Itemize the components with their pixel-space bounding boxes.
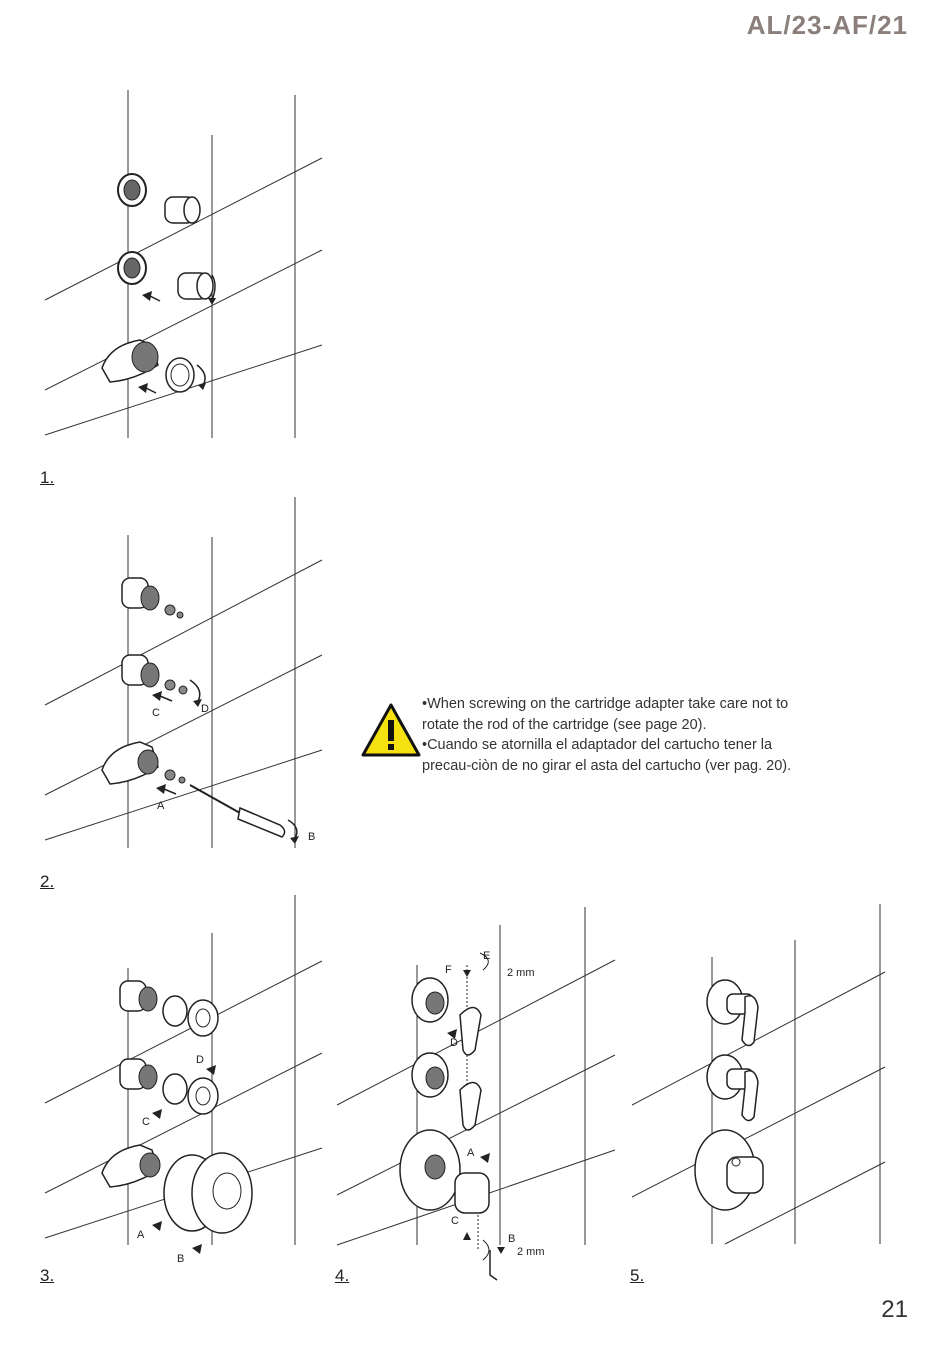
callout-e: E: [483, 950, 490, 962]
callout-c: C: [142, 1116, 150, 1128]
callout-a: A: [137, 1229, 145, 1241]
callout-c: C: [152, 707, 160, 719]
step-1-label: 1.: [40, 468, 54, 488]
step-1-figure: [40, 90, 330, 440]
page-number: 21: [881, 1296, 908, 1324]
callout-b: B: [308, 831, 315, 843]
callout-a: A: [467, 1147, 475, 1159]
callout-d: D: [450, 1037, 458, 1049]
warning-line-4: precau-ciòn de no girar el asta del cart…: [422, 756, 892, 777]
callout-d: D: [196, 1054, 204, 1066]
step-5-figure: [630, 902, 890, 1252]
step-4-label: 4.: [335, 1266, 349, 1286]
warning-line-1: •When screwing on the cartridge adapter …: [422, 694, 892, 715]
callout-2mm-top: 2 mm: [507, 967, 535, 979]
step-3-label: 3.: [40, 1266, 54, 1286]
warning-triangle-icon: [360, 702, 422, 758]
callout-a: A: [157, 800, 165, 812]
step-2-figure: C D B A: [40, 495, 330, 855]
step-4-figure: F E 2 mm D A C B 2 mm: [335, 905, 625, 1285]
step-3-figure: D C A B: [40, 893, 330, 1268]
warning-line-2: rotate the rod of the cartridge (see pag…: [422, 715, 892, 736]
callout-d: D: [201, 703, 209, 715]
callout-b: B: [508, 1233, 515, 1245]
callout-c: C: [451, 1215, 459, 1227]
document-code: AL/23-AF/21: [747, 10, 908, 41]
callout-2mm-bottom: 2 mm: [517, 1246, 545, 1258]
warning-line-3: •Cuando se atornilla el adaptador del ca…: [422, 735, 892, 756]
step-2-label: 2.: [40, 872, 54, 892]
callout-b: B: [177, 1253, 184, 1265]
step-5-label: 5.: [630, 1266, 644, 1286]
callout-f: F: [445, 964, 452, 976]
